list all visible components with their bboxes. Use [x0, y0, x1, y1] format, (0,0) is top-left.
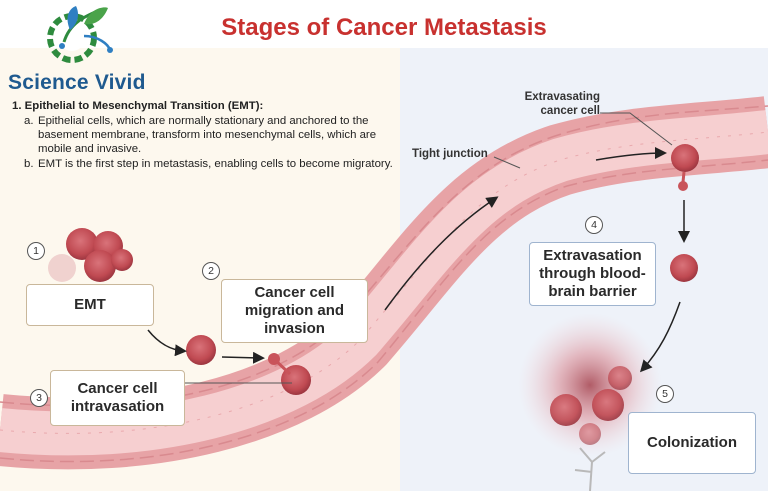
step-box-intravasation: Cancer cell intravasation	[50, 370, 185, 426]
emt-description: 1. Epithelial to Mesenchymal Transition …	[12, 99, 407, 171]
step-box-colonization: Colonization	[628, 412, 756, 474]
emt-cell-cluster	[48, 228, 133, 282]
description-heading: 1. Epithelial to Mesenchymal Transition …	[12, 100, 264, 112]
step-box-extravasation: Extravasation through blood-brain barrie…	[529, 242, 656, 306]
extravasating-cell-label: Extravasating cancer cell	[524, 91, 600, 117]
logo-icon	[47, 6, 113, 63]
colonization-site	[518, 313, 662, 491]
step-number-3: 3	[30, 389, 48, 407]
page-title: Stages of Cancer Metastasis	[221, 14, 547, 41]
step-number-1: 1	[27, 242, 45, 260]
tight-junction-label: Tight junction	[412, 148, 488, 160]
description-item-b: b. EMT is the first step in metastasis, …	[24, 158, 393, 170]
step-number-5: 5	[656, 385, 674, 403]
step-box-migration-invasion: Cancer cell migration and invasion	[221, 279, 368, 343]
step-box-emt: EMT	[26, 284, 154, 326]
description-item-a: a. Epithelial cells, which are normally …	[24, 115, 377, 155]
logo-text: Science Vivid	[8, 71, 146, 94]
extravasated-cancer-cell	[670, 254, 698, 282]
step-number-4: 4	[585, 216, 603, 234]
migrating-cancer-cell	[186, 335, 216, 365]
step-number-2: 2	[202, 262, 220, 280]
extravasating-cancer-cell	[671, 144, 699, 172]
